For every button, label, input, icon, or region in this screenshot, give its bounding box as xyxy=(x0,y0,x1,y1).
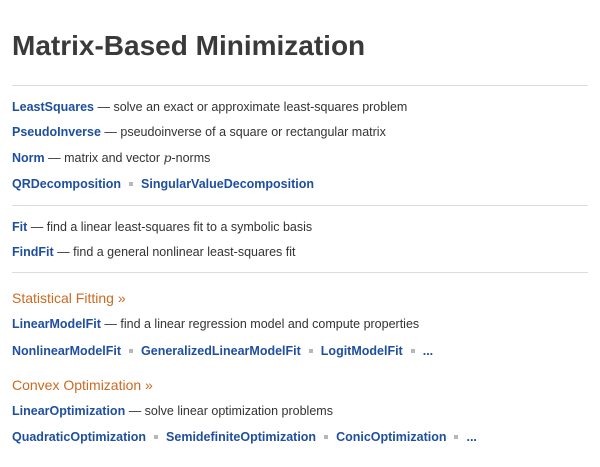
entry-pseudo-inverse: PseudoInverse — pseudoinverse of a squar… xyxy=(12,124,386,140)
divider xyxy=(12,205,588,206)
dash: — xyxy=(57,245,70,259)
link-singular-value-decomposition[interactable]: SingularValueDecomposition xyxy=(141,177,314,191)
link-linear-model-fit[interactable]: LinearModelFit xyxy=(12,317,101,331)
dash: — xyxy=(48,151,61,165)
link-linear-optimization[interactable]: LinearOptimization xyxy=(12,404,126,418)
desc-fit: find a linear least-squares fit to a sym… xyxy=(46,220,313,234)
link-fit[interactable]: Fit xyxy=(12,220,28,234)
desc-find-fit: find a general nonlinear least-squares f… xyxy=(73,245,296,259)
link-nonlinear-model-fit[interactable]: NonlinearModelFit xyxy=(12,344,122,358)
entry-optimizations: QuadraticOptimization SemidefiniteOptimiz… xyxy=(12,429,477,445)
desc-norm: matrix and vector p-norms xyxy=(64,150,211,165)
link-conic-optimization[interactable]: ConicOptimization xyxy=(336,430,447,444)
entry-linear-model-fit: LinearModelFit — find a linear regressio… xyxy=(12,316,419,332)
entry-decompositions: QRDecomposition SingularValueDecompositio… xyxy=(12,176,314,192)
entry-model-fits: NonlinearModelFit GeneralizedLinearModelF… xyxy=(12,343,433,359)
section-link-convex-optimization[interactable]: Convex Optimization » xyxy=(12,377,153,393)
link-least-squares[interactable]: LeastSquares xyxy=(12,100,94,114)
page-title: Matrix-Based Minimization xyxy=(12,30,366,61)
separator xyxy=(324,434,329,439)
link-more-optimizations[interactable]: ... xyxy=(466,430,477,444)
divider xyxy=(12,85,588,86)
entry-fit: Fit — find a linear least-squares fit to… xyxy=(12,219,312,235)
link-pseudo-inverse[interactable]: PseudoInverse xyxy=(12,125,101,139)
entry-norm: Norm — matrix and vector p-norms xyxy=(12,150,210,166)
dash: — xyxy=(104,317,117,331)
link-norm[interactable]: Norm xyxy=(12,151,45,165)
section-link-statistical-fitting[interactable]: Statistical Fitting » xyxy=(12,290,126,306)
dash: — xyxy=(128,404,142,418)
link-quadratic-optimization[interactable]: QuadraticOptimization xyxy=(12,430,147,444)
link-more-model-fits[interactable]: ... xyxy=(422,344,434,358)
desc-linear-model-fit: find a linear regression model and compu… xyxy=(120,317,420,331)
link-qr-decomposition[interactable]: QRDecomposition xyxy=(12,177,122,191)
divider xyxy=(12,272,588,273)
entry-find-fit: FindFit — find a general nonlinear least… xyxy=(12,244,295,260)
desc-least-squares: solve an exact or approximate least-squa… xyxy=(113,100,408,114)
desc-linear-optimization: solve linear optimization problems xyxy=(144,404,333,418)
entry-linear-optimization: LinearOptimization — solve linear optimi… xyxy=(12,403,333,419)
desc-pseudo-inverse: pseudoinverse of a square or rectangular… xyxy=(120,125,386,139)
link-semidefinite-optimization[interactable]: SemidefiniteOptimization xyxy=(166,430,317,444)
dash: — xyxy=(104,125,117,139)
separator xyxy=(410,348,415,353)
entry-least-squares: LeastSquares — solve an exact or approxi… xyxy=(12,99,407,115)
link-generalized-linear-model-fit[interactable]: GeneralizedLinearModelFit xyxy=(141,344,301,358)
separator xyxy=(129,181,134,186)
separator xyxy=(154,434,159,439)
desc-norm-italic: p xyxy=(163,150,172,165)
separator xyxy=(454,434,459,439)
link-find-fit[interactable]: FindFit xyxy=(12,245,54,259)
dash: — xyxy=(97,100,110,114)
separator xyxy=(129,348,134,353)
desc-norm-before: matrix and vector xyxy=(64,151,164,165)
desc-norm-after: -norms xyxy=(171,151,211,165)
dash: — xyxy=(30,220,44,234)
link-logit-model-fit[interactable]: LogitModelFit xyxy=(320,344,403,358)
separator xyxy=(308,348,313,353)
